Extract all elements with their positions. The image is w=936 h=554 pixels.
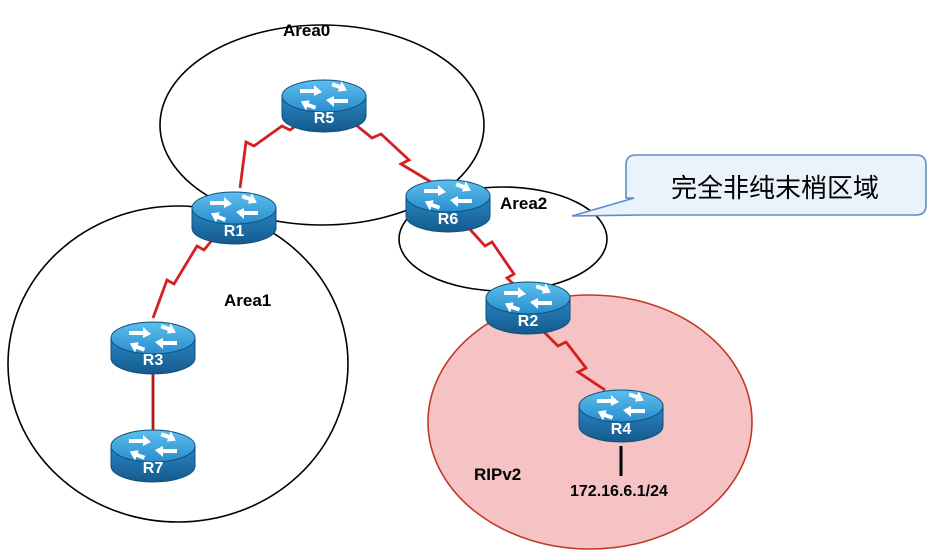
router-r6-label: R6 <box>438 211 459 228</box>
link-r5-r6 <box>339 110 437 187</box>
router-r5[interactable]: R5 <box>281 78 367 133</box>
router-r7-label: R7 <box>143 460 164 477</box>
area0-boundary <box>159 24 485 226</box>
rip-area-label: RIPv2 <box>474 465 521 484</box>
link-r2-r4 <box>529 317 606 392</box>
router-r4-label: R4 <box>611 421 632 438</box>
router-r2-label: R2 <box>518 313 539 330</box>
link-r1-r3 <box>151 217 232 319</box>
router-r2[interactable]: R2 <box>485 280 571 335</box>
router-r1[interactable]: R1 <box>191 190 277 245</box>
router-r1-label: R1 <box>224 223 245 240</box>
router-r3-label: R3 <box>143 352 164 369</box>
area0-label: Area0 <box>283 21 330 40</box>
link-r6-r2 <box>454 213 521 292</box>
r4-subnet-label: 172.16.6.1/24 <box>570 483 668 500</box>
area1-label: Area1 <box>224 291 271 310</box>
callout-bubble: 完全非纯末梢区域 <box>571 154 927 217</box>
speech-bubble-icon <box>571 154 927 217</box>
router-r3[interactable]: R3 <box>110 320 196 375</box>
router-r6[interactable]: R6 <box>405 178 491 233</box>
router-r5-label: R5 <box>314 110 335 127</box>
callout-text: 完全非纯末梢区域 <box>671 174 879 204</box>
router-r4[interactable]: R4 <box>578 388 664 443</box>
area2-label: Area2 <box>500 194 547 213</box>
area1-boundary <box>7 205 349 523</box>
router-r7[interactable]: R7 <box>110 428 196 483</box>
